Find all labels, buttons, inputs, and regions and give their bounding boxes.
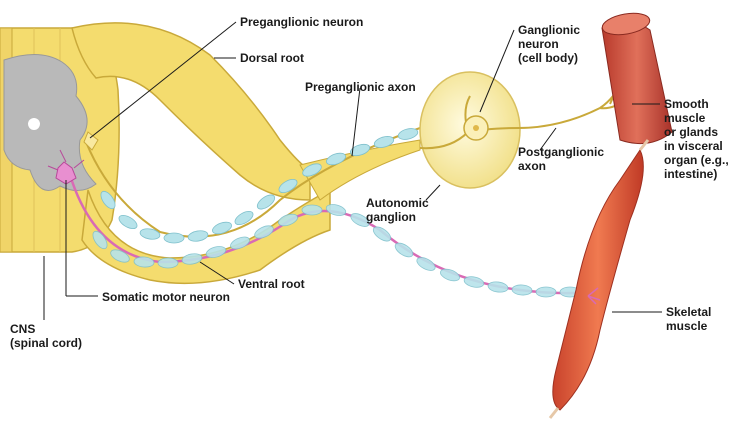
gray-matter bbox=[3, 54, 97, 191]
label-dorsal-root: Dorsal root bbox=[240, 51, 305, 65]
smooth-muscle bbox=[601, 12, 673, 145]
label-cns: CNS (spinal cord) bbox=[10, 322, 83, 350]
label-smooth-muscle: Smooth muscle or glands in visceral orga… bbox=[664, 97, 729, 181]
preganglionic-neuron-cell bbox=[83, 131, 99, 151]
leader-lines bbox=[43, 21, 662, 320]
preganglionic-axon bbox=[85, 121, 451, 244]
autonomic-ganglion bbox=[419, 71, 521, 189]
somatic-motor-neuron-cell bbox=[47, 149, 85, 185]
label-somatic-motor-neuron: Somatic motor neuron bbox=[102, 290, 231, 304]
central-canal bbox=[28, 118, 40, 130]
label-skeletal-muscle: Skeletal muscle bbox=[666, 305, 712, 333]
label-ganglionic-neuron: Ganglionic neuron (cell body) bbox=[518, 23, 581, 65]
skeletal-muscle bbox=[548, 139, 650, 419]
label-preganglionic-axon: Preganglionic axon bbox=[305, 80, 416, 94]
label-ventral-root: Ventral root bbox=[238, 277, 305, 291]
label-postganglionic-axon: Postganglionic axon bbox=[518, 145, 605, 173]
label-autonomic-ganglion: Autonomic ganglion bbox=[366, 196, 429, 224]
somatic-motor-axon bbox=[68, 174, 591, 298]
dorsal-root bbox=[71, 22, 311, 201]
label-preganglionic-neuron: Preganglionic neuron bbox=[240, 15, 364, 29]
